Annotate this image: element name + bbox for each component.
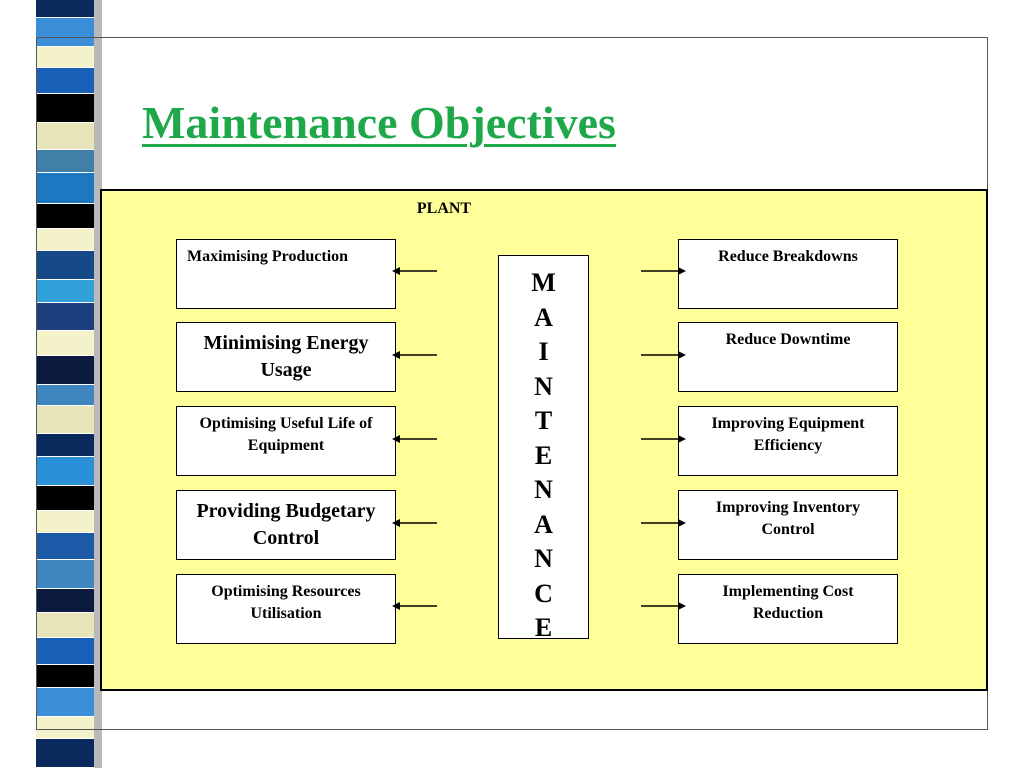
maintenance-letter: A: [534, 302, 553, 332]
objective-box-reduce-breakdowns: Reduce Breakdowns: [678, 239, 898, 309]
stripe-segment: [36, 122, 94, 150]
slide-title: Maintenance Objectives: [142, 97, 616, 148]
arrow-left-icon: [392, 435, 437, 443]
stripe-segment: [36, 384, 94, 407]
stripe-segment: [36, 688, 94, 718]
stripe-segment: [36, 204, 94, 230]
stripe-segment: [36, 303, 94, 331]
stripe-segment: [36, 280, 94, 304]
plant-label: PLANT: [416, 200, 472, 217]
maintenance-letter: E: [534, 440, 553, 470]
objective-box-optimising-useful-life: Optimising Useful Life of Equipment: [176, 406, 396, 476]
arrow-right-icon: [641, 435, 686, 443]
maintenance-letter: N: [534, 475, 553, 504]
objective-box-budgetary-control: Providing Budgetary Control: [176, 490, 396, 560]
stripe-segment: [36, 637, 94, 665]
stripe-segment: [36, 532, 94, 561]
arrow-right-icon: [641, 519, 686, 527]
objective-box-reduce-downtime: Reduce Downtime: [678, 322, 898, 392]
stripe-segment: [36, 0, 94, 18]
objective-box-inventory-control: Improving Inventory Control: [678, 490, 898, 560]
stripe-segment: [36, 560, 94, 590]
maintenance-letter: C: [534, 578, 553, 608]
arrow-left-icon: [392, 267, 437, 275]
maintenance-letter: A: [534, 509, 553, 539]
stripe-segment: [36, 612, 94, 638]
stripe-segment: [36, 486, 94, 512]
stripe-segment: [36, 457, 94, 487]
maintenance-letter: N: [534, 544, 553, 573]
decorative-stripe-bar: [36, 0, 94, 768]
arrow-right-icon: [641, 351, 686, 359]
stripe-segment: [36, 664, 94, 689]
stripe-segment: [36, 717, 94, 739]
objective-box-cost-reduction: Implementing Cost Reduction: [678, 574, 898, 644]
arrow-left-icon: [392, 351, 437, 359]
stripe-segment: [36, 93, 94, 123]
stripe-segment: [36, 738, 94, 768]
stripe-segment: [36, 355, 94, 385]
stripe-segment: [36, 511, 94, 533]
arrow-left-icon: [392, 602, 437, 610]
objective-box-equipment-efficiency: Improving Equipment Efficiency: [678, 406, 898, 476]
objective-box-maximising-production: Maximising Production: [176, 239, 396, 309]
stripe-segment: [36, 251, 94, 281]
maintenance-letter: M: [531, 268, 556, 297]
stripe-segment: [36, 229, 94, 251]
arrow-left-icon: [392, 519, 437, 527]
arrow-right-icon: [641, 602, 686, 610]
maintenance-letter: I: [538, 337, 549, 366]
stripe-shadow: [94, 0, 102, 768]
arrow-right-icon: [641, 267, 686, 275]
stripe-segment: [36, 173, 94, 205]
stripe-segment: [36, 46, 94, 69]
stripe-segment: [36, 149, 94, 174]
objective-box-minimising-energy-usage: Minimising Energy Usage: [176, 322, 396, 392]
maintenance-letter: T: [534, 406, 553, 435]
stripe-segment: [36, 589, 94, 613]
maintenance-letter: N: [534, 371, 553, 401]
stripe-segment: [36, 330, 94, 356]
stripe-segment: [36, 433, 94, 458]
stripe-segment: [36, 68, 94, 94]
stripe-segment: [36, 17, 94, 47]
objective-box-resources-utilisation: Optimising Resources Utilisation: [176, 574, 396, 644]
maintenance-letter: E: [534, 613, 553, 642]
stripe-segment: [36, 406, 94, 434]
